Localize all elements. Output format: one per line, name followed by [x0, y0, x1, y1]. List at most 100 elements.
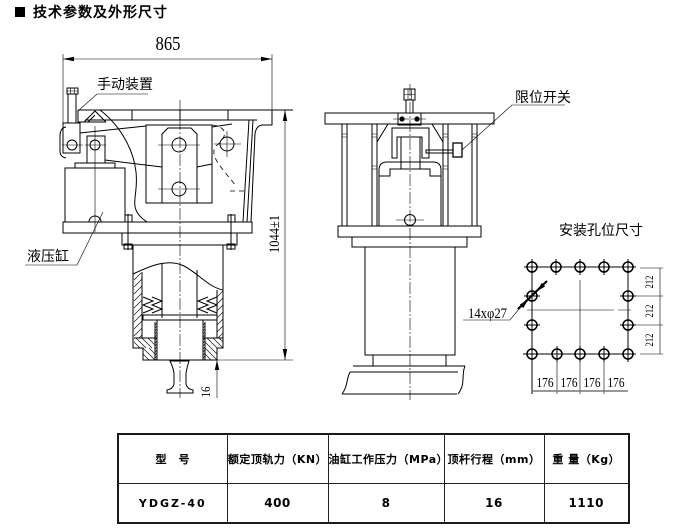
header-rod-stroke: 顶杆行程（mm） [443, 433, 545, 484]
hole-spec-label: 14xφ27 [468, 306, 507, 322]
spec-table: 型 号 额定顶轨力（KN） 油缸工作压力（MPa） 顶杆行程（mm） 重 量（K… [117, 433, 630, 524]
cell-model: YDGZ-40 [117, 483, 228, 524]
vertical-spacing-dimension-lines [634, 267, 663, 355]
base-plate [62, 221, 253, 234]
height-dimension-line [217, 110, 293, 361]
lever-outline-curve [99, 109, 148, 223]
square-bullet-icon [15, 7, 25, 17]
column-joints [342, 133, 477, 170]
pin-crosshairs [62, 126, 241, 232]
hole-pattern-centerlines [527, 280, 631, 394]
side-cylinder-shoulders [379, 168, 441, 177]
hatch-lines [204, 347, 218, 361]
lever-arms [79, 123, 233, 168]
hole-crosshair [572, 346, 588, 362]
return-spring-left [141, 296, 164, 314]
housing-flange [121, 232, 238, 246]
hydraulic-cylinder-leader [25, 211, 104, 266]
hatch-lines [202, 322, 206, 361]
horizontal-spacing-label: 176 [584, 376, 601, 391]
manual-device-nut-hatch [67, 88, 78, 94]
manual-device-label: 手动装置 [97, 77, 153, 93]
hatch-lines [133, 337, 156, 349]
side-base-plate [337, 225, 482, 238]
guide-columns [341, 124, 478, 226]
limit-switch-leader [461, 104, 565, 151]
gap-dimension-arrowhead [214, 360, 220, 370]
hole-crosshair [620, 259, 636, 275]
manual-device-leader [77, 93, 148, 112]
hatch-lines [216, 290, 224, 339]
yoke-block [400, 136, 421, 170]
hatch-lines [142, 347, 156, 361]
header-rated-force: 额定顶轨力（KN） [226, 433, 329, 484]
hole-crosshair [524, 346, 540, 362]
cell-rated-force: 400 [226, 483, 329, 524]
section-title: 技术参数及外形尺寸 [33, 5, 168, 21]
mounting-bolt-nuts [123, 214, 236, 250]
limit-switch-label: 限位开关 [515, 90, 571, 106]
limit-switch-rod [425, 149, 454, 154]
hatch-lines [154, 322, 158, 361]
header-working-pressure: 油缸工作压力（MPa） [327, 433, 445, 484]
yoke-bracket [391, 127, 430, 159]
gap-dimension-label: 16 [198, 386, 213, 397]
manual-device-clevis [62, 122, 81, 154]
section-break-line [132, 262, 224, 291]
adjust-stud-nut-hatch [404, 89, 415, 100]
vertical-spacing-label: 212 [642, 334, 656, 347]
side-housing-step [372, 354, 447, 367]
side-rail-section [341, 365, 466, 395]
cell-rod-stroke: 16 [443, 483, 545, 524]
plate-wedge [77, 110, 107, 123]
hole-spec-leader [463, 308, 520, 321]
hatch-lines [133, 272, 143, 339]
hole-crosshair [524, 317, 540, 333]
hatch-lines [204, 337, 224, 349]
manual-device-rod [67, 94, 77, 123]
horizontal-spacing-label: 176 [608, 376, 625, 391]
side-view: 限位开关 [324, 84, 571, 400]
adjust-stud-rod [405, 100, 414, 113]
side-braces [376, 123, 444, 143]
hidden-lever-outline [211, 124, 244, 192]
housing-inner-walls [134, 264, 223, 360]
top-plate [78, 109, 293, 223]
section-header: 技术参数及外形尺寸 [15, 4, 168, 21]
header-weight: 重 量（Kg） [543, 433, 630, 484]
limit-switch-icon [452, 142, 463, 158]
mounting-hole-layout: 安装孔位尺寸 176 176 176 176 212 212 212 14xφ2… [463, 223, 663, 394]
table-header-row: 型 号 额定顶轨力（KN） 油缸工作压力（MPa） 顶杆行程（mm） 重 量（K… [117, 433, 630, 484]
section-hatching [133, 272, 224, 361]
rail-profile [166, 360, 194, 394]
manual-device-bracket [59, 126, 67, 159]
hole-crosshair [620, 346, 636, 362]
clevis-frame [145, 124, 213, 204]
cell-weight: 1110 [543, 483, 630, 524]
horizontal-spacing-label: 176 [537, 376, 554, 391]
hole-crosshair [596, 259, 612, 275]
hole-crosshair [524, 259, 540, 275]
header-model: 型 号 [117, 433, 228, 484]
hole-crosshair [620, 288, 636, 304]
vertical-spacing-label: 212 [642, 305, 656, 318]
hole-diameter-arrowheads [519, 282, 546, 309]
front-view: 865 [25, 33, 293, 398]
hydraulic-cylinder-label: 液压缸 [27, 248, 69, 265]
hole-pattern-frame [523, 262, 633, 394]
side-top-plate [324, 112, 495, 125]
table-row: YDGZ-40 400 8 16 1110 [117, 483, 630, 524]
side-flange [351, 236, 468, 248]
width-dimension-label: 865 [156, 33, 181, 55]
hole-crosshair [549, 346, 565, 362]
hole-crosshair [572, 259, 588, 275]
return-spring-right [196, 296, 219, 314]
clevis-link [161, 127, 198, 203]
hole-layout-title: 安装孔位尺寸 [559, 223, 643, 239]
height-dimension-label: 1044±1 [267, 215, 283, 253]
mounting-holes [524, 259, 636, 362]
cell-working-pressure: 8 [327, 483, 445, 524]
hole-crosshair [596, 346, 612, 362]
vertical-spacing-label: 212 [642, 276, 656, 289]
